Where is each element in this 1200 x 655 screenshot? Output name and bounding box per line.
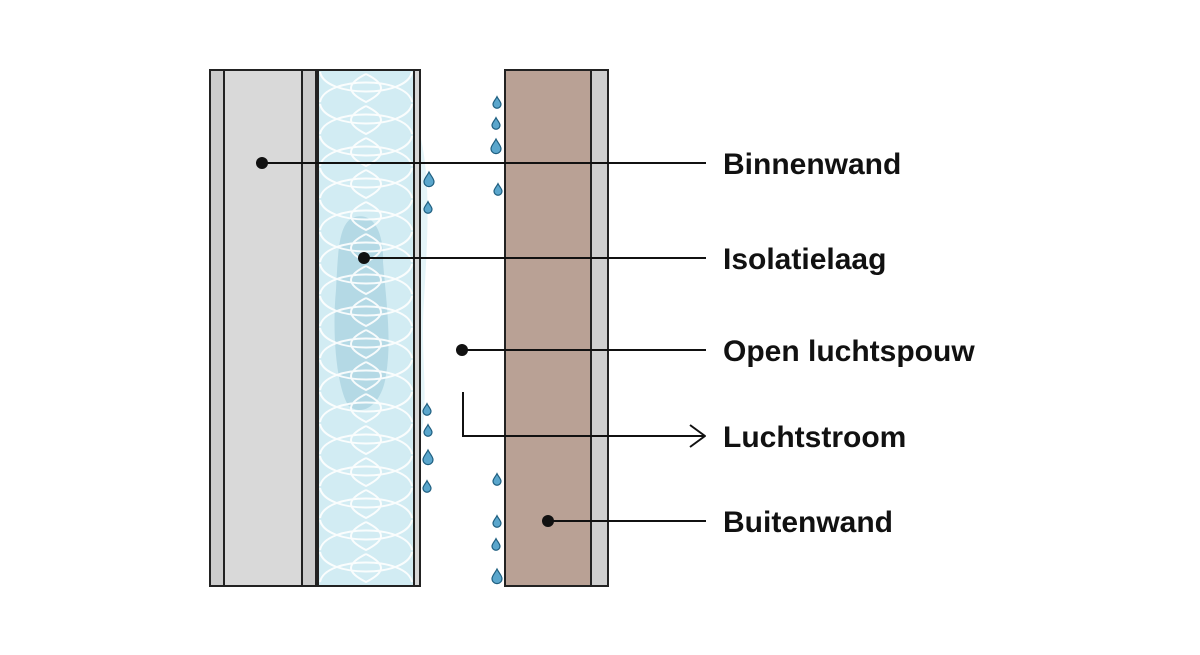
droplet-icon <box>422 479 432 493</box>
droplet-icon <box>493 182 503 196</box>
droplet-icon <box>490 137 502 155</box>
insulation-loop <box>319 551 413 584</box>
insulation-loop <box>319 391 413 424</box>
droplet-icon <box>423 200 433 214</box>
droplet-icon <box>423 170 435 188</box>
airflow-line <box>462 392 704 437</box>
insulation-moisture-stain <box>334 216 389 411</box>
insulation-loop <box>319 103 413 136</box>
insulation-loop <box>319 327 413 360</box>
cavity-inner-leaf <box>413 69 421 587</box>
outer-wall-edge <box>590 69 609 587</box>
insulation-loop <box>319 519 413 552</box>
droplet-icon <box>491 567 503 585</box>
droplet-icon <box>492 95 502 109</box>
insulation-loop <box>319 71 413 104</box>
label-buitenwand: Buitenwand <box>723 506 893 539</box>
leader-buitenwand <box>542 515 706 527</box>
insulation-loop <box>319 455 413 488</box>
label-binnenwand: Binnenwand <box>723 148 901 181</box>
insulation-loop <box>319 199 413 232</box>
droplet-icon <box>492 514 502 528</box>
droplet-icon <box>423 423 433 437</box>
droplets <box>422 95 503 585</box>
inner-wall-edge-left <box>209 69 225 587</box>
leader-binnenwand <box>256 157 706 169</box>
inner-wall-body <box>223 69 303 587</box>
droplet-icon <box>422 402 432 416</box>
inner-wall-edge-right <box>301 69 317 587</box>
insulation-loop <box>319 423 413 456</box>
inner-wall <box>209 69 317 587</box>
label-isolatielaag: Isolatielaag <box>723 243 886 276</box>
outer-wall <box>504 69 609 587</box>
insulation-loop <box>319 263 413 296</box>
label-open-luchtspouw: Open luchtspouw <box>723 335 975 368</box>
leader-isolatielaag <box>358 252 706 264</box>
leader-luchtstroom <box>462 392 706 448</box>
arrow-right-icon <box>689 424 706 448</box>
insulation-loop <box>319 359 413 392</box>
droplet-icon <box>491 537 501 551</box>
leader-open-luchtspouw <box>456 344 706 356</box>
insulation-loop <box>319 487 413 520</box>
insulation-layer <box>317 69 415 587</box>
outer-wall-body <box>504 69 592 587</box>
insulation-loop <box>319 167 413 200</box>
insulation-wool-pattern <box>319 71 413 584</box>
droplet-icon <box>492 472 502 486</box>
droplet-icon <box>491 116 501 130</box>
label-luchtstroom: Luchtstroom <box>723 421 906 454</box>
insulation-loop <box>319 295 413 328</box>
insulation-loop <box>319 135 413 168</box>
droplet-icon <box>422 448 434 466</box>
